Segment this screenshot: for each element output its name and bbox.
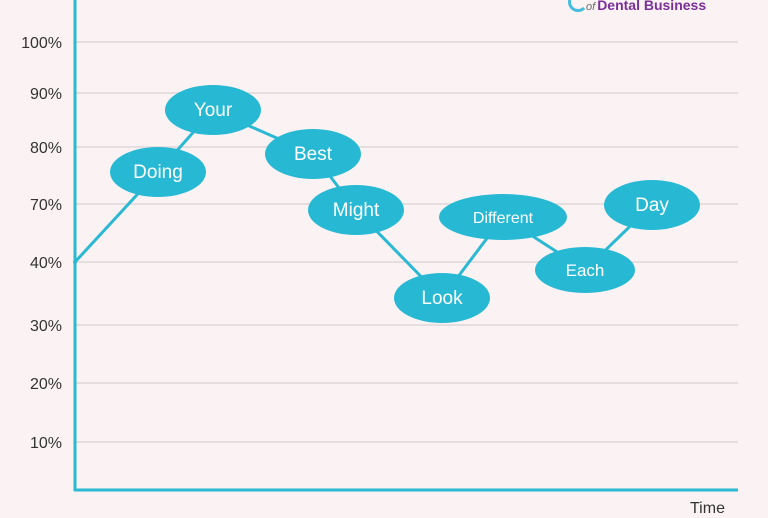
y-tick-label: 90% — [30, 86, 62, 103]
point-label-your: Your — [194, 100, 233, 121]
point-label-different: Different — [473, 210, 534, 227]
point-label-doing: Doing — [133, 162, 183, 183]
brand-name: Dental Business — [597, 0, 707, 13]
point-bubble-each — [535, 247, 635, 293]
point-bubble-look — [394, 273, 490, 323]
point-bubble-might — [308, 185, 404, 235]
point-bubble-different — [439, 194, 567, 240]
point-label-best: Best — [294, 144, 333, 165]
point-label-day: Day — [635, 195, 669, 216]
point-label-look: Look — [421, 288, 463, 309]
y-tick-label: 30% — [30, 318, 62, 335]
point-bubble-doing — [110, 147, 206, 197]
y-tick-label: 100% — [21, 35, 62, 52]
brand-swoosh-icon — [568, 0, 588, 12]
brand-prefix: of — [586, 1, 596, 13]
y-tick-label: 20% — [30, 376, 62, 393]
start-point — [73, 260, 77, 264]
y-tick-label: 40% — [30, 255, 62, 272]
point-bubble-your — [165, 85, 261, 135]
point-label-might: Might — [333, 200, 380, 221]
y-tick-label: 70% — [30, 197, 62, 214]
point-bubble-best — [265, 129, 361, 179]
y-tick-label: 10% — [30, 435, 62, 452]
y-tick-label: 80% — [30, 140, 62, 157]
point-label-each: Each — [566, 261, 605, 280]
x-axis-title: Time — [690, 500, 725, 517]
point-bubble-day — [604, 180, 700, 230]
